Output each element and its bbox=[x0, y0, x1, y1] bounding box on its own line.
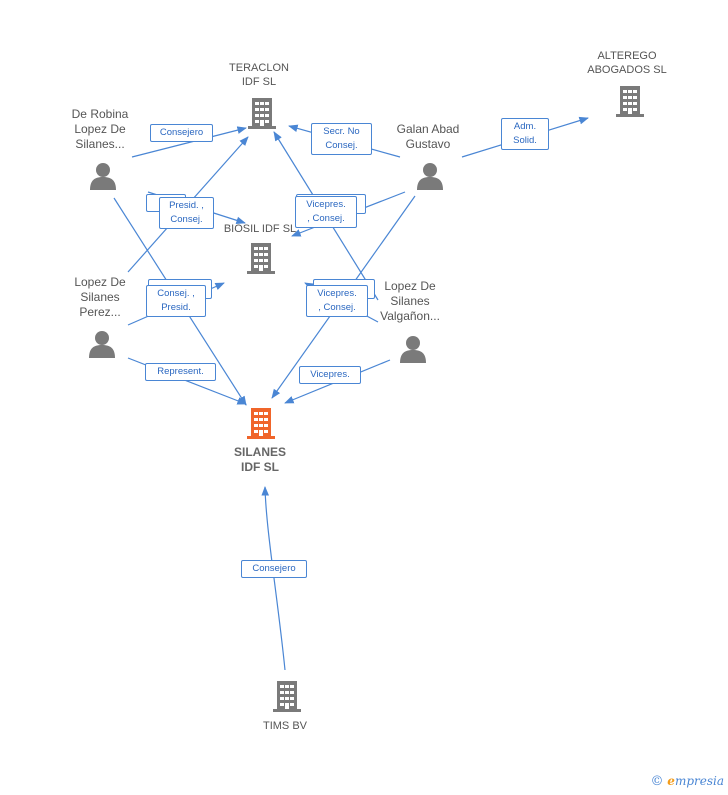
node-label-biosil[interactable]: BIOSIL IDF SL bbox=[223, 223, 297, 235]
copyright-symbol: © bbox=[650, 774, 664, 789]
node-label-galan-abad[interactable]: Galan Abad Gustavo bbox=[396, 122, 460, 151]
galan-abad-person-icon bbox=[417, 163, 443, 190]
relation-adm-solid: Adm. Solid. bbox=[501, 118, 549, 150]
lopez-valganon-person-icon bbox=[400, 336, 426, 363]
node-label-de-robina[interactable]: De Robina Lopez De Silanes... bbox=[71, 107, 129, 151]
node-label-lopez-perez[interactable]: Lopez De Silanes Perez... bbox=[74, 275, 126, 319]
tims-building-icon bbox=[273, 681, 301, 712]
relation-vicepres: Vicepres. bbox=[299, 366, 361, 384]
relation-consejero-tims: Consejero bbox=[241, 560, 307, 578]
node-label-tims[interactable]: TIMS BV bbox=[262, 720, 307, 732]
relation-consej-presid: Consej. , Presid. bbox=[146, 285, 206, 317]
node-label-silanes[interactable]: SILANES IDF SL bbox=[233, 445, 286, 474]
relation-secr-no-consej: Secr. No Consej. bbox=[311, 123, 372, 155]
teraclon-building-icon bbox=[248, 98, 276, 129]
node-label-alterego[interactable]: ALTEREGO ABOGADOS SL bbox=[587, 50, 667, 76]
brand-e: e bbox=[667, 774, 675, 788]
lopez-perez-person-icon bbox=[89, 331, 115, 358]
relation-consejero-teraclon: Consejero bbox=[150, 124, 213, 142]
relation-vicepres-consej-2: Vicepres. , Consej. bbox=[306, 285, 368, 317]
relation-vicepres-consej-1: Vicepres. , Consej. bbox=[295, 196, 357, 228]
edge-tims-silanes bbox=[261, 486, 286, 671]
edge-derobina-teraclon bbox=[131, 126, 247, 158]
silanes-building-icon bbox=[247, 408, 275, 439]
alterego-building-icon bbox=[616, 86, 644, 117]
empresia-copyright[interactable]: © empresia bbox=[650, 774, 724, 789]
relation-represent: Represent. bbox=[145, 363, 216, 381]
biosil-building-icon bbox=[247, 243, 275, 274]
node-label-lopez-valganon[interactable]: Lopez De Silanes Valgañon... bbox=[380, 279, 440, 323]
relation-presid-consej: Presid. , Consej. bbox=[159, 197, 214, 229]
de-robina-person-icon bbox=[90, 163, 116, 190]
brand-rest: mpresia bbox=[674, 774, 724, 788]
node-label-teraclon[interactable]: TERACLON IDF SL bbox=[229, 62, 289, 88]
